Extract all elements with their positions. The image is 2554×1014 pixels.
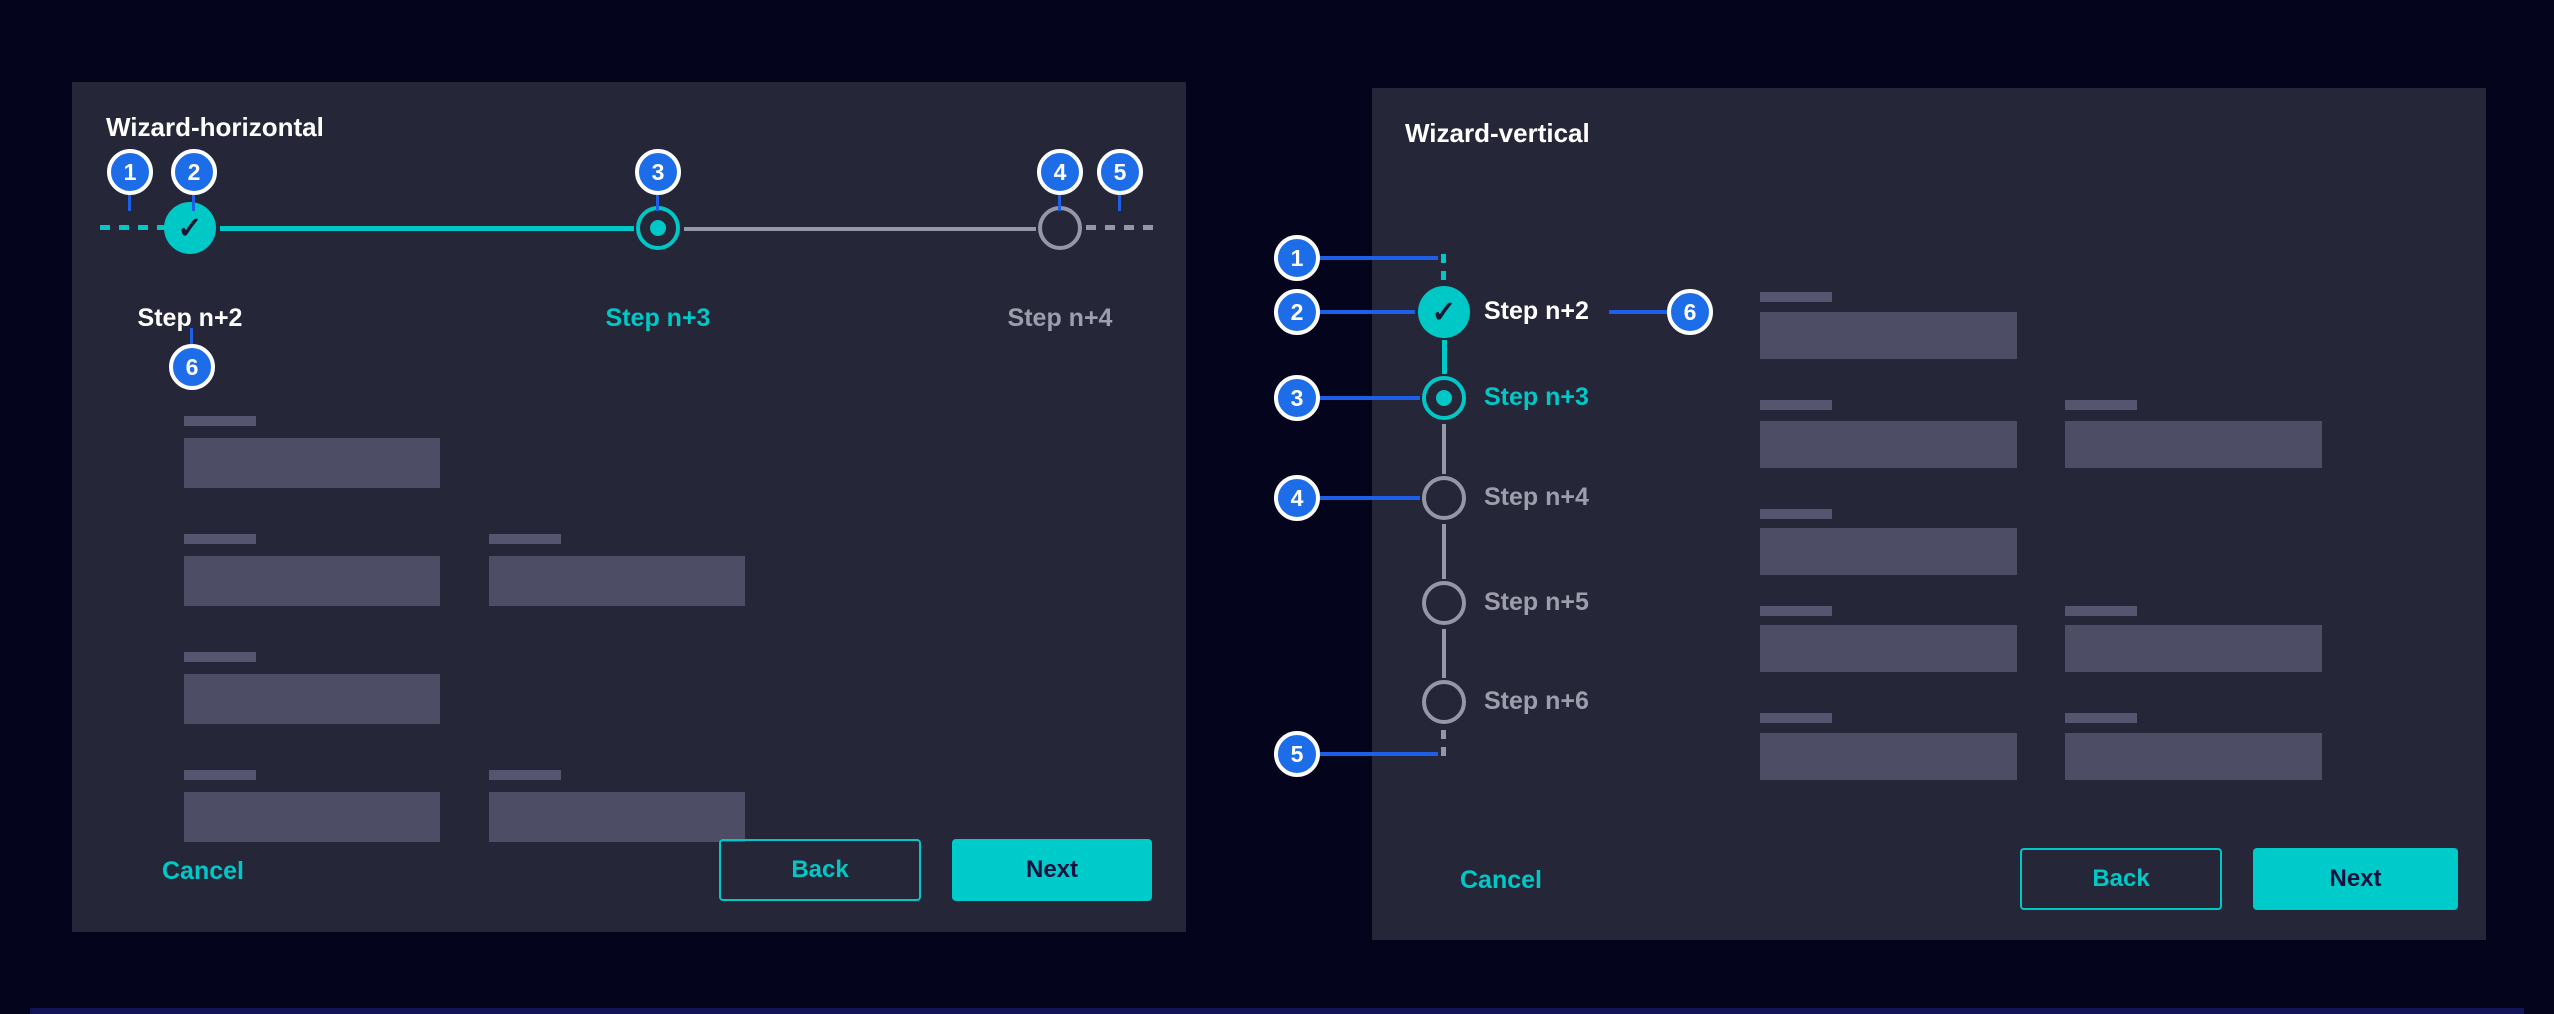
badge-2-pointer-line bbox=[192, 195, 195, 211]
annotation-badge-1: 1 bbox=[1274, 235, 1320, 281]
stepper-completed-connector bbox=[1442, 340, 1447, 374]
skeleton-field-input bbox=[184, 674, 440, 724]
step-label-upcoming[interactable]: Step n+4 bbox=[1484, 483, 1589, 511]
current-step-dot bbox=[1436, 390, 1452, 406]
step-upcoming-icon[interactable] bbox=[1422, 476, 1466, 520]
badge-1-pointer-line bbox=[1320, 256, 1438, 260]
cancel-button[interactable]: Cancel bbox=[1460, 866, 1542, 894]
skeleton-field-label bbox=[2065, 400, 2137, 410]
annotation-badge-3: 3 bbox=[635, 149, 681, 195]
next-button[interactable]: Next bbox=[2253, 848, 2458, 910]
skeleton-field-label bbox=[489, 534, 561, 544]
badge-3-pointer-line bbox=[656, 195, 659, 211]
bottom-accent-strip bbox=[30, 1008, 2524, 1014]
skeleton-field-label bbox=[1760, 509, 1832, 519]
stepper-leading-dashed-line bbox=[1441, 254, 1446, 286]
annotation-badge-1: 1 bbox=[107, 149, 153, 195]
skeleton-field-label bbox=[184, 416, 256, 426]
skeleton-field-label bbox=[1760, 713, 1832, 723]
step-label-completed[interactable]: Step n+2 bbox=[137, 304, 243, 332]
skeleton-field-input bbox=[2065, 421, 2322, 468]
stepper-completed-connector bbox=[220, 226, 634, 231]
badge-6-pointer-line bbox=[190, 328, 193, 344]
step-upcoming-icon[interactable] bbox=[1038, 206, 1082, 250]
step-label-completed[interactable]: Step n+2 bbox=[1484, 297, 1589, 325]
skeleton-field-input bbox=[1760, 421, 2017, 468]
check-glyph: ✓ bbox=[1431, 295, 1457, 329]
step-completed-check-icon[interactable]: ✓ bbox=[164, 202, 216, 254]
skeleton-field-label bbox=[2065, 713, 2137, 723]
back-button[interactable]: Back bbox=[2020, 848, 2222, 910]
stepper-leading-dashed-line bbox=[100, 225, 166, 230]
check-glyph: ✓ bbox=[177, 211, 203, 245]
skeleton-field-input bbox=[1760, 733, 2017, 780]
current-step-dot bbox=[650, 220, 666, 236]
badge-4-pointer-line bbox=[1058, 195, 1061, 211]
skeleton-field-label bbox=[1760, 400, 1832, 410]
step-upcoming-icon[interactable] bbox=[1422, 680, 1466, 724]
stepper-trailing-dashed-line bbox=[1086, 225, 1154, 230]
skeleton-field-input bbox=[1760, 625, 2017, 672]
skeleton-field-label bbox=[184, 770, 256, 780]
step-label-current[interactable]: Step n+3 bbox=[605, 304, 711, 332]
skeleton-field-label bbox=[184, 534, 256, 544]
back-button[interactable]: Back bbox=[719, 839, 921, 901]
annotation-badge-6: 6 bbox=[1667, 289, 1713, 335]
wizard-vertical-title: Wizard-vertical bbox=[1405, 118, 1590, 148]
step-label-current[interactable]: Step n+3 bbox=[1484, 383, 1589, 411]
skeleton-field-input bbox=[2065, 625, 2322, 672]
skeleton-field-label bbox=[489, 770, 561, 780]
stepper-connector bbox=[1442, 524, 1446, 579]
wizard-horizontal-panel: Wizard-horizontal 1 2 3 4 5 ✓ Step n+2 S… bbox=[72, 82, 1186, 932]
badge-2-pointer-line bbox=[1320, 310, 1415, 314]
step-current-icon[interactable] bbox=[1422, 376, 1466, 420]
step-label-upcoming[interactable]: Step n+6 bbox=[1484, 687, 1589, 715]
badge-1-pointer-line bbox=[128, 195, 131, 211]
skeleton-field-input bbox=[1760, 528, 2017, 575]
badge-5-pointer-line bbox=[1320, 752, 1438, 756]
stepper-connector bbox=[1442, 629, 1446, 678]
wizard-horizontal-title: Wizard-horizontal bbox=[106, 112, 324, 142]
annotation-badge-5: 5 bbox=[1274, 731, 1320, 777]
badge-3-pointer-line bbox=[1320, 396, 1420, 400]
badge-6-pointer-line bbox=[1609, 310, 1669, 314]
skeleton-field-label bbox=[1760, 606, 1832, 616]
skeleton-field-input bbox=[2065, 733, 2322, 780]
step-completed-check-icon[interactable]: ✓ bbox=[1418, 286, 1470, 338]
stepper-connector bbox=[1442, 424, 1446, 474]
step-label-upcoming[interactable]: Step n+5 bbox=[1484, 588, 1589, 616]
skeleton-field-input bbox=[184, 792, 440, 842]
cancel-button[interactable]: Cancel bbox=[162, 857, 244, 885]
step-upcoming-icon[interactable] bbox=[1422, 581, 1466, 625]
skeleton-field-label bbox=[1760, 292, 1832, 302]
skeleton-field-label bbox=[2065, 606, 2137, 616]
skeleton-field-input bbox=[184, 556, 440, 606]
annotation-badge-4: 4 bbox=[1274, 475, 1320, 521]
wizard-vertical-panel: Wizard-vertical 1 2 3 4 5 ✓ Step n+2 Ste… bbox=[1274, 88, 2486, 940]
annotation-badge-4: 4 bbox=[1037, 149, 1083, 195]
badge-4-pointer-line bbox=[1320, 496, 1420, 500]
stepper-trailing-dashed-line bbox=[1441, 730, 1446, 763]
next-button[interactable]: Next bbox=[952, 839, 1152, 901]
skeleton-field-input bbox=[184, 438, 440, 488]
skeleton-field-label bbox=[184, 652, 256, 662]
step-current-icon[interactable] bbox=[636, 206, 680, 250]
skeleton-field-input bbox=[489, 556, 745, 606]
skeleton-field-input bbox=[489, 792, 745, 842]
annotation-badge-2: 2 bbox=[1274, 289, 1320, 335]
annotation-badge-6: 6 bbox=[169, 344, 215, 390]
step-label-upcoming[interactable]: Step n+4 bbox=[1007, 304, 1113, 332]
annotation-badge-3: 3 bbox=[1274, 375, 1320, 421]
stepper-upcoming-connector bbox=[684, 227, 1036, 231]
skeleton-field-input bbox=[1760, 312, 2017, 359]
annotation-badge-5: 5 bbox=[1097, 149, 1143, 195]
annotation-badge-2: 2 bbox=[171, 149, 217, 195]
badge-5-pointer-line bbox=[1118, 195, 1121, 211]
